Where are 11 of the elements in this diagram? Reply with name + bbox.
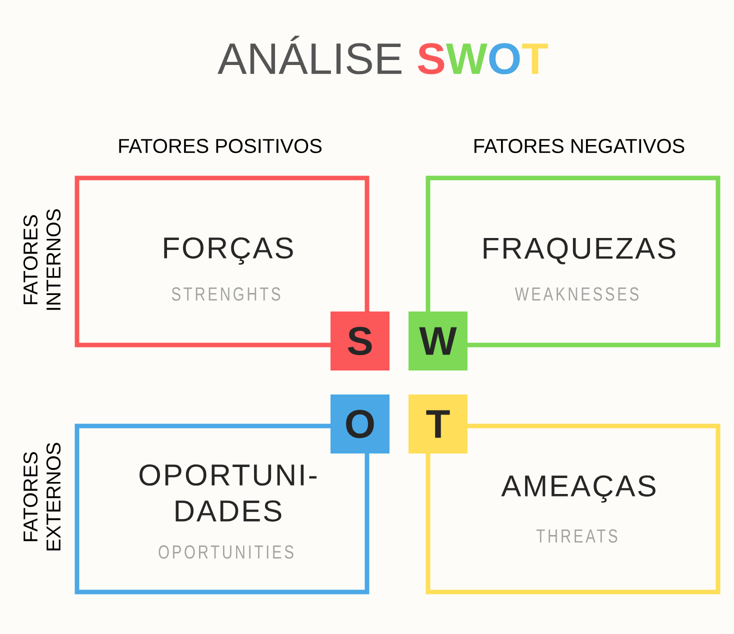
title-letter: W (446, 44, 488, 74)
letter-square: O (330, 394, 390, 454)
column-heading: FATORES NEGATIVOS (474, 138, 684, 154)
letter-square: S (330, 312, 390, 370)
title-letter: S (418, 43, 444, 74)
title-letter: O (489, 43, 520, 74)
letter-square: W (408, 312, 468, 370)
column-heading: FATORES POSITIVOS (119, 138, 322, 154)
letter-square: T (408, 394, 468, 454)
title: ANÁLISE (218, 36, 402, 74)
title-letter: T (522, 44, 548, 74)
